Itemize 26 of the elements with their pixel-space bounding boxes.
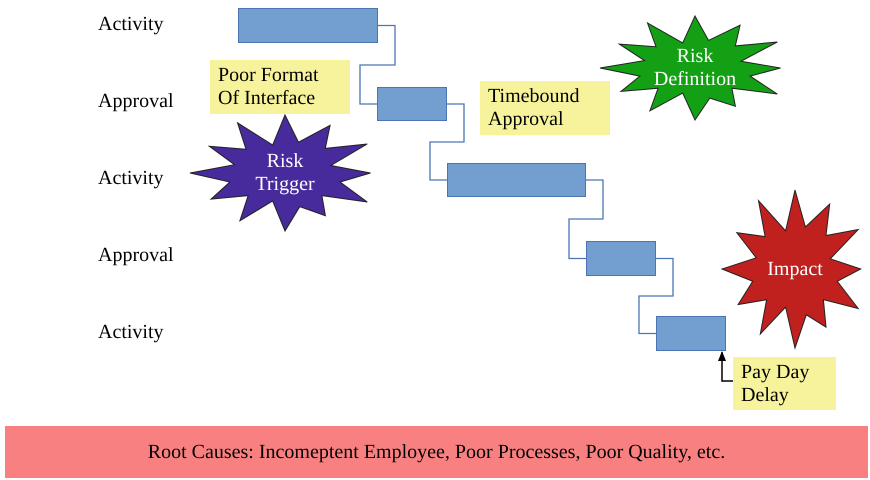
connector-line: [429, 103, 465, 181]
task-bar: [586, 241, 656, 276]
note-box: [480, 81, 610, 135]
task-bar: [238, 8, 378, 43]
connector-line: [568, 179, 604, 260]
note-box: [210, 60, 350, 114]
note-box: [733, 357, 836, 410]
row-label: Activity: [98, 14, 164, 34]
row-label: Approval: [98, 245, 174, 265]
row-label: Activity: [98, 322, 164, 342]
note-text: Poor Format Of Interface: [218, 64, 320, 110]
root-cause-banner: [5, 426, 868, 478]
banner-text: Root Causes: Incomeptent Employee, Poor Processes, Poor Quality, etc.: [148, 440, 726, 464]
burst-label: Risk Trigger: [254, 150, 316, 196]
note-text: Timebound Approval: [488, 85, 581, 131]
row-label: Approval: [98, 91, 174, 111]
note-text: Pay Day Delay: [741, 360, 810, 406]
connector-line: [359, 24, 396, 105]
row-label: Activity: [98, 168, 164, 188]
connector-line: [638, 258, 674, 334]
burst-label: Impact: [767, 258, 823, 280]
arrow: [718, 351, 733, 382]
task-bar: [447, 163, 586, 197]
task-bar: [656, 316, 726, 351]
task-bar: [377, 87, 447, 121]
burst-label: Risk Definition: [652, 45, 738, 91]
